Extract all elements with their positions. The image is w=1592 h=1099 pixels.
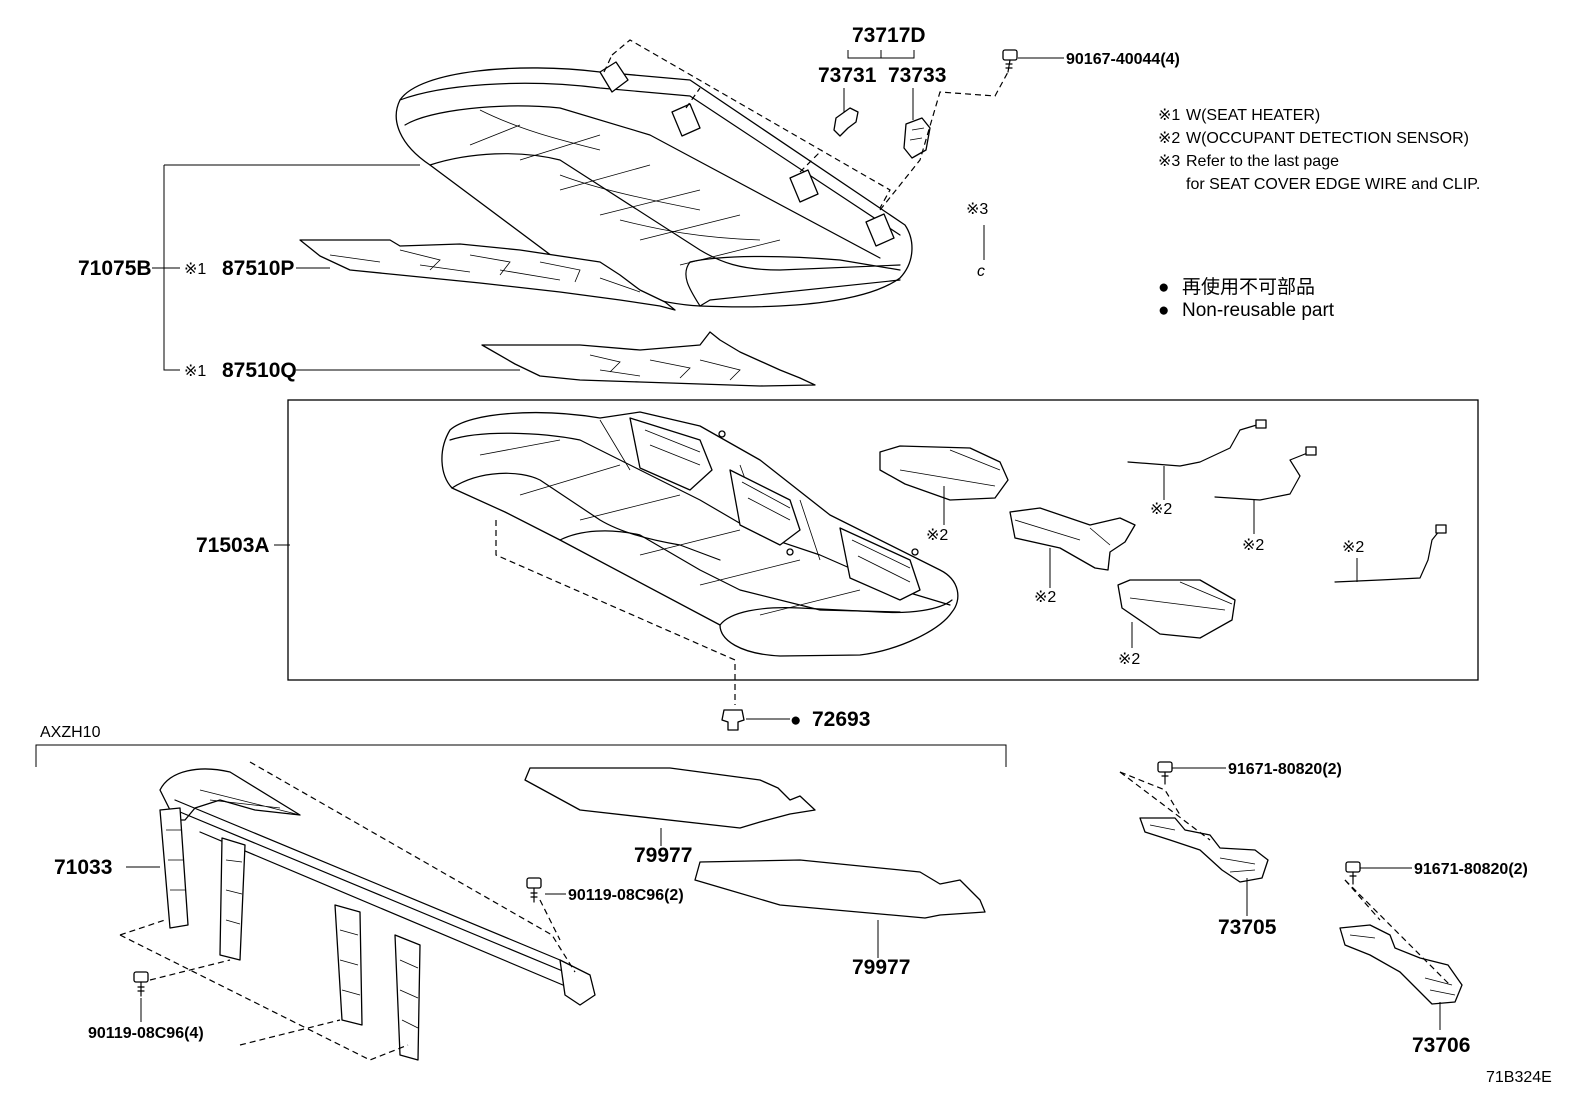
pad-79977-lower (694, 859, 986, 919)
sensor-wire-2 (1214, 446, 1317, 501)
bolt-icon (133, 971, 149, 997)
sensor-pad-upper (879, 445, 1009, 501)
mark-2-pad-middle: ※2 (1034, 589, 1056, 606)
part-number-labels: 73717D 73731 73733 90167-40044(4) 71075B… (40, 24, 1552, 1086)
hook-73733 (903, 117, 931, 159)
part-label-73733: 73733 (888, 64, 946, 87)
part-label-90119-upper: 90119-08C96(2) (568, 887, 684, 904)
sensor-wire-3 (1334, 524, 1447, 583)
dashed-assembly-lines-frame (119, 761, 576, 1061)
note-2-text: W(OCCUPANT DETECTION SENSOR) (1186, 130, 1469, 147)
seat-heater-mat-87510P (299, 239, 676, 311)
part-label-71075B: 71075B (78, 257, 152, 280)
mark-2-pad-upper: ※2 (926, 527, 948, 544)
part-label-71503A: 71503A (196, 534, 270, 557)
part-label-72693: 72693 (812, 708, 870, 731)
mark-2-pad-lower: ※2 (1118, 651, 1140, 668)
drawing-id: 71B324E (1486, 1069, 1552, 1086)
mark-2-wire-1: ※2 (1150, 501, 1172, 518)
note-1-mark: ※1 (1158, 107, 1180, 124)
mark-3: ※3 (966, 201, 988, 218)
part-label-90167: 90167-40044(4) (1066, 51, 1180, 68)
variant-label: AXZH10 (40, 724, 101, 741)
bolt-icon (1157, 761, 1173, 785)
part-label-73705: 73705 (1218, 916, 1277, 939)
part-label-91671-upper: 91671-80820(2) (1228, 761, 1342, 778)
cushion-assembly-box (287, 399, 1479, 681)
bracket-73706-illustration (1339, 879, 1463, 1005)
note-2-mark: ※2 (1158, 130, 1180, 147)
dashed-line-clip (495, 520, 736, 705)
sensor-wire-1 (1127, 419, 1267, 467)
seat-cushion-assembly-illustration (441, 411, 959, 657)
bracket-73705-illustration (1119, 771, 1269, 883)
pad-79977-upper (524, 767, 816, 829)
bullet-icon: ● (790, 710, 801, 731)
bolt-icon (526, 877, 542, 903)
part-label-71033: 71033 (54, 856, 112, 879)
part-label-73706: 73706 (1412, 1034, 1470, 1057)
sensor-pad-lower (1117, 579, 1236, 639)
legend-text-jp: 再使用不可部品 (1182, 276, 1315, 298)
dashed-assembly-lines-top (603, 39, 1009, 211)
legend-block: ● 再使用不可部品 ● Non-reusable part (1158, 276, 1335, 321)
mark-2-wire-3: ※2 (1342, 539, 1364, 556)
part-label-79977-lower: 79977 (852, 956, 910, 979)
mark-2-wire-2: ※2 (1242, 537, 1264, 554)
part-label-91671-lower: 91671-80820(2) (1414, 861, 1528, 878)
seat-cushion-cover-illustration (395, 61, 913, 308)
part-label-73731: 73731 (818, 64, 877, 87)
clip-glyph-label: c (977, 263, 985, 280)
clip-73731 (833, 107, 859, 137)
bolt-icon (1002, 49, 1018, 73)
legend-bullet-jp: ● (1158, 277, 1169, 298)
part-label-87510Q: 87510Q (222, 359, 297, 382)
axzh10-bracket (35, 744, 1007, 767)
bolt-icon (1345, 861, 1361, 885)
seat-heater-mat-87510Q (481, 331, 816, 387)
leader-lines (126, 50, 1441, 1030)
part-label-90119-lower: 90119-08C96(4) (88, 1025, 204, 1042)
part-label-73717D: 73717D (852, 24, 926, 47)
part-label-87510P: 87510P (222, 257, 294, 280)
legend-bullet-en: ● (1158, 300, 1169, 321)
note-3-text: Refer to the last page (1186, 153, 1339, 170)
clip-72693 (721, 709, 745, 731)
part-label-79977-upper: 79977 (634, 844, 692, 867)
sensor-pad-middle (1009, 507, 1136, 571)
seat-frame-71033-illustration (159, 768, 596, 1061)
note-4-text: for SEAT COVER EDGE WIRE and CLIP. (1186, 176, 1480, 193)
note-3-mark: ※3 (1158, 153, 1180, 170)
mark-1-87510P: ※1 (184, 261, 206, 278)
notes-block: ※1 W(SEAT HEATER) ※2 W(OCCUPANT DETECTIO… (1158, 107, 1480, 193)
note-1-text: W(SEAT HEATER) (1186, 107, 1320, 124)
legend-text-en: Non-reusable part (1182, 300, 1335, 321)
mark-1-87510Q: ※1 (184, 363, 206, 380)
